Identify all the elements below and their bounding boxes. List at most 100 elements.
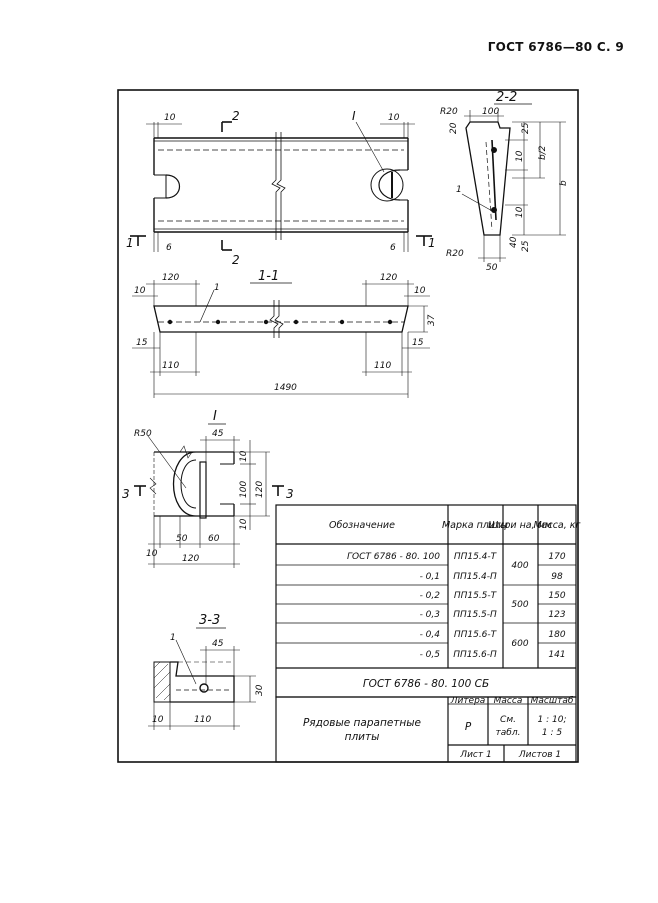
dim-25-top: 25 xyxy=(521,122,531,134)
dim-15-right: 15 xyxy=(412,338,424,348)
header-mark: Марка плиты xyxy=(442,520,509,531)
plan-view xyxy=(130,121,432,252)
section-mark-3-left: 3 xyxy=(122,487,130,501)
row-mass: 98 xyxy=(551,572,563,582)
spec-table xyxy=(275,504,577,698)
dim-60-detail: 60 xyxy=(208,534,220,544)
dim-120-left: 120 xyxy=(162,273,179,283)
row-designation: - 0,2 xyxy=(420,591,441,601)
literal-value: Р xyxy=(465,721,472,733)
dim-110-section-3-3: 110 xyxy=(194,715,211,725)
dim-100: 100 xyxy=(482,107,499,117)
section-mark-1-left: 1 xyxy=(126,236,134,250)
detail-I-title: I xyxy=(213,409,217,424)
dim-b: b xyxy=(559,180,569,186)
dim-100-detail: 100 xyxy=(239,481,249,498)
row-mark: ПП15.4-Т xyxy=(454,552,498,562)
section-3-3 xyxy=(148,627,256,730)
header-designation: Обозначение xyxy=(329,520,395,531)
width-500: 500 xyxy=(511,600,528,610)
dim-6-left: 6 xyxy=(166,243,172,253)
dim-40: 40 xyxy=(509,236,519,248)
row-mark: ПП15.6-Т xyxy=(454,630,498,640)
dim-50: 50 xyxy=(486,263,498,273)
mass-ref-line1: См. xyxy=(500,715,516,725)
col-scale: Масштаб xyxy=(531,696,574,706)
row-mark: ПП15.4-П xyxy=(453,572,497,582)
dim-30-section-3-3: 30 xyxy=(255,684,265,696)
dim-r50: R50 xyxy=(134,429,152,439)
width-400: 400 xyxy=(511,561,528,571)
dim-50-detail: 50 xyxy=(176,534,188,544)
row-designation: - 0,1 xyxy=(420,572,440,582)
row-designation: - 0,5 xyxy=(420,650,441,660)
section-1-1 xyxy=(132,280,430,398)
product-name-line1: Рядовые парапетные xyxy=(303,717,421,729)
dim-6-right: 6 xyxy=(390,243,396,253)
row-designation: - 0,4 xyxy=(420,630,441,640)
row-mark: ПП15.6-П xyxy=(453,650,497,660)
dim-r20-top: R20 xyxy=(440,107,458,117)
section-mark-1-right: 1 xyxy=(428,236,436,250)
width-600: 600 xyxy=(511,639,528,649)
section-3-3-title: 3-3 xyxy=(199,613,220,628)
scale-line1: 1 : 10; xyxy=(538,715,567,725)
dim-120-detail-horizontal: 120 xyxy=(182,554,199,564)
title-block xyxy=(275,696,577,763)
dim-110-right: 110 xyxy=(374,361,391,371)
header-width: Шири на, мм xyxy=(488,520,552,531)
row-mark: ПП15.5-Т xyxy=(454,591,498,601)
dim-37: 37 xyxy=(427,314,437,326)
page-header: ГОСТ 6786—80 С. 9 xyxy=(487,40,624,54)
dim-10-left-1-1: 10 xyxy=(134,286,146,296)
dim-45-section-3-3: 45 xyxy=(212,639,224,649)
dim-10-detail-bottom: 10 xyxy=(239,518,249,530)
dim-120-right: 120 xyxy=(380,273,397,283)
dim-10-upper: 10 xyxy=(515,150,525,162)
dim-25-bottom: 25 xyxy=(521,240,531,252)
dim-45-detail: 45 xyxy=(212,429,224,439)
dim-110-left: 110 xyxy=(162,361,179,371)
dim-1490: 1490 xyxy=(274,383,297,393)
detail-I xyxy=(134,423,284,568)
scale-line2: 1 : 5 xyxy=(542,728,562,738)
section-mark-2-top: 2 xyxy=(232,109,240,123)
product-name-line2: плиты xyxy=(345,731,380,743)
header-mass: Масса, кг xyxy=(533,520,581,531)
section-mark-2-bottom: 2 xyxy=(232,253,240,267)
row-mass: 123 xyxy=(548,610,565,620)
dim-120-detail-vertical: 120 xyxy=(255,481,265,498)
doc-code: ГОСТ 6786 - 80. 100 СБ xyxy=(363,678,489,690)
col-literal: Литера xyxy=(450,696,486,706)
pos-1-section-2-2: 1 xyxy=(456,185,462,195)
row-mass: 180 xyxy=(548,630,565,640)
pos-1-section-1-1: 1 xyxy=(214,283,220,293)
pos-1-section-3-3: 1 xyxy=(170,633,176,643)
dim-r20-bottom: R20 xyxy=(446,249,464,259)
sheet-frame xyxy=(117,89,579,763)
dim-b-half: b/2 xyxy=(538,145,548,160)
detail-ref-I: I xyxy=(352,109,356,123)
sheets-total: Листов 1 xyxy=(518,750,561,760)
sheet-number: Лист 1 xyxy=(459,750,491,760)
section-2-2-title: 2-2 xyxy=(496,90,517,105)
mass-ref-line2: табл. xyxy=(496,728,521,738)
row-mass: 170 xyxy=(548,552,565,562)
row-designation: - 0,3 xyxy=(420,610,441,620)
dim-15-left: 15 xyxy=(136,338,148,348)
dim-10-lower: 10 xyxy=(515,206,525,218)
dim-10-detail-top: 10 xyxy=(239,450,249,462)
section-1-1-title: 1-1 xyxy=(258,269,279,284)
dim-10-detail-horizontal: 10 xyxy=(146,549,158,559)
section-mark-3-right: 3 xyxy=(286,487,294,501)
row-mark: ПП15.5-П xyxy=(453,610,497,620)
section-2-2 xyxy=(461,103,579,760)
dim-10-top-right: 10 xyxy=(388,113,400,123)
dim-10-right-1-1: 10 xyxy=(414,286,426,296)
row-designation: ГОСТ 6786 - 80. 100 xyxy=(347,552,440,562)
dim-10-top-left: 10 xyxy=(164,113,176,123)
row-mass: 141 xyxy=(548,650,565,660)
dim-20: 20 xyxy=(449,122,459,134)
col-mass: Масса xyxy=(494,696,523,706)
